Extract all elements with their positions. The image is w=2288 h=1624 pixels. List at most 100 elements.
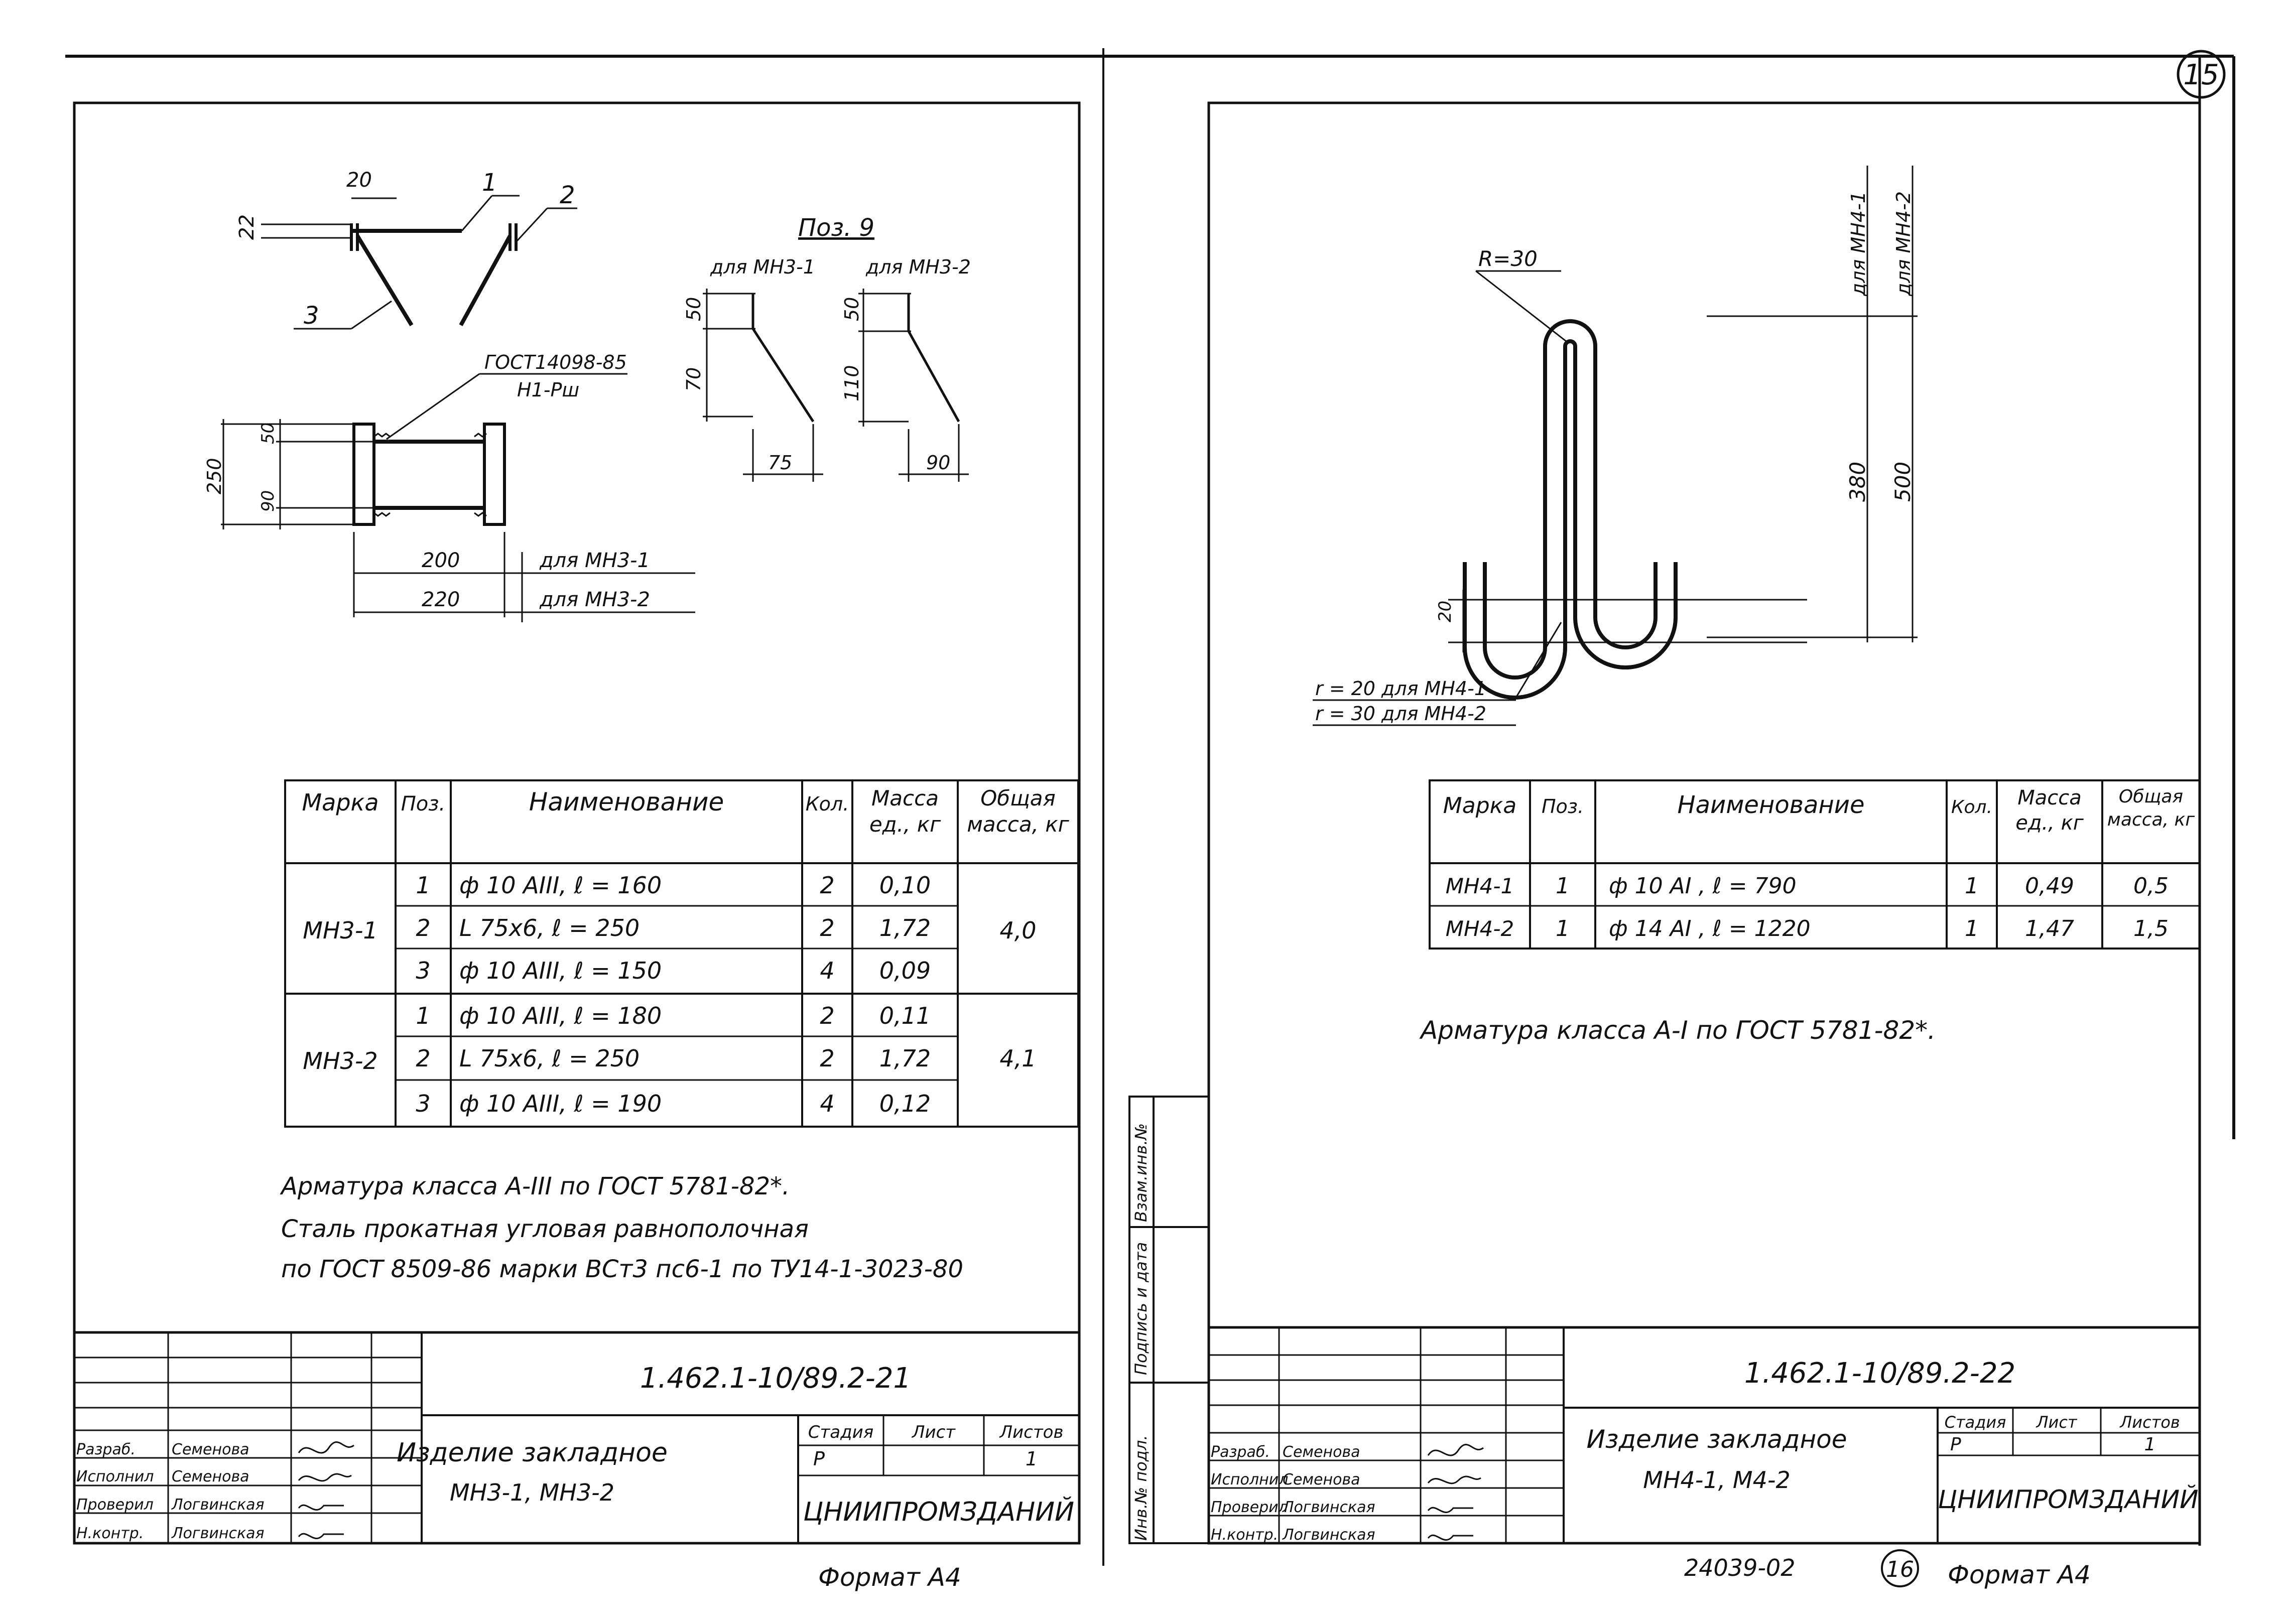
svg-text:МН4-1: МН4-1 xyxy=(1446,874,1514,898)
note-right: Арматура класса А-I по ГОСТ 5781-82*. xyxy=(1419,1016,1936,1045)
svg-text:2: 2 xyxy=(820,1002,834,1029)
top-right-badge: 15 xyxy=(2183,59,2219,91)
stamp-title-2: МН3-1, МН3-2 xyxy=(450,1479,614,1506)
note-line-2: Сталь прокатная угловая равнополочная xyxy=(281,1215,809,1243)
svg-text:L 75х6, ℓ = 250: L 75х6, ℓ = 250 xyxy=(459,914,640,941)
r-note-a: r = 20 для МН4-1 xyxy=(1315,678,1486,700)
stage-header: Стадия xyxy=(808,1422,873,1442)
svg-text:1: 1 xyxy=(416,872,430,899)
svg-text:1,5: 1,5 xyxy=(2133,916,2169,941)
role-2: Исполнил xyxy=(76,1468,154,1485)
hook-for-b: для МН4-2 xyxy=(1892,191,1915,297)
plan-dim-200: 200 xyxy=(422,549,460,572)
left-sheet: 20 22 1 2 3 Поз. 9 для МН3-1 для МН3-2 5… xyxy=(73,101,1081,1592)
pos-label-1: 1 xyxy=(482,169,497,197)
r-sheets-value: 1 xyxy=(2144,1434,2156,1455)
dim-20-top: 20 xyxy=(346,169,372,192)
right-sheet: 20 380 500 для МН4-1 для МН4-2 R=30 r = … xyxy=(1207,101,2201,1589)
svg-text:ф 10 АI , ℓ = 790: ф 10 АI , ℓ = 790 xyxy=(1609,873,1797,899)
plan-dim-90: 90 xyxy=(258,490,278,512)
svg-text:2: 2 xyxy=(416,1045,430,1072)
org-name: ЦНИИПРОМЗДАНИЙ xyxy=(803,1497,1074,1527)
r-stage-value: Р xyxy=(1950,1434,1961,1455)
table-row: 1 ф 10 АIII, ℓ = 160 2 0,10 xyxy=(416,872,931,899)
pos9-b-mid: 110 xyxy=(841,365,863,401)
svg-text:0,5: 0,5 xyxy=(2133,873,2169,899)
spec-table-left: Марка Поз. Наименование Кол. Масса ед., … xyxy=(284,779,1079,1128)
r-sheet-header: Лист xyxy=(2036,1413,2077,1432)
side-stamp: Взам.инв.№ Подпись и дата Инв.№ подл. xyxy=(1128,1096,1210,1544)
doc-code-right: 1.462.1-10/89.2-22 xyxy=(1744,1357,2015,1390)
r-name-2: Семенова xyxy=(1283,1471,1360,1488)
pos9-b-bot: 90 xyxy=(926,452,950,474)
r-note-b: r = 30 для МН4-2 xyxy=(1315,703,1486,725)
stage-value: Р xyxy=(813,1448,825,1470)
name-4: Логвинская xyxy=(171,1525,265,1542)
dim-500: 500 xyxy=(1890,462,1915,502)
r-stage-header: Стадия xyxy=(1945,1413,2006,1432)
role-1: Разраб. xyxy=(76,1441,136,1458)
name-1: Семенова xyxy=(172,1441,249,1458)
svg-text:1,72: 1,72 xyxy=(879,1045,931,1072)
side-stamp-c2: Подпись и дата xyxy=(1131,1242,1151,1375)
r-col-name: Наименование xyxy=(1677,791,1864,819)
mark-mn3-2: МН3-2 xyxy=(303,1047,377,1074)
notes-left: Арматура класса А-III по ГОСТ 5781-82*. … xyxy=(280,1172,963,1283)
svg-text:МН4-2: МН4-2 xyxy=(1446,916,1514,941)
role-3: Проверил xyxy=(76,1496,154,1514)
sheets-header: Листов xyxy=(998,1422,1063,1442)
role-4: Н.контр. xyxy=(76,1525,144,1542)
mark-mn3-1: МН3-1 xyxy=(303,917,377,944)
badge-circle xyxy=(2177,50,2226,99)
plan-dim-250: 250 xyxy=(203,458,225,494)
svg-text:0,10: 0,10 xyxy=(879,872,931,899)
r-role-4: Н.контр. xyxy=(1211,1526,1278,1544)
r-stamp-title-1: Изделие закладное xyxy=(1586,1425,1847,1454)
page-circle xyxy=(1881,1549,1919,1587)
svg-text:4: 4 xyxy=(820,1090,834,1117)
svg-text:2: 2 xyxy=(416,914,430,941)
col-mass: Масса ед., кг xyxy=(869,786,941,837)
svg-text:1,47: 1,47 xyxy=(2025,916,2074,941)
table-row: МН4-2 1 ф 14 АI , ℓ = 1220 1 1,47 1,5 xyxy=(1446,916,2169,941)
stamp-title-1: Изделие закладное xyxy=(397,1438,668,1468)
weld-type: Н1-Рш xyxy=(517,379,579,401)
title-block-left: 1.462.1-10/89.2-21 Изделие закладное МН3… xyxy=(74,1331,1079,1543)
pos9-a-mid: 70 xyxy=(683,367,705,391)
svg-text:ф 14 АI , ℓ = 1220: ф 14 АI , ℓ = 1220 xyxy=(1609,916,1811,941)
svg-text:0,11: 0,11 xyxy=(879,1002,931,1029)
r-role-3: Проверил xyxy=(1211,1499,1288,1516)
hook-drawing: 20 380 500 для МН4-1 для МН4-2 R=30 r = … xyxy=(1313,166,1918,726)
pos9-a-top: 50 xyxy=(683,297,705,321)
svg-text:2: 2 xyxy=(820,1045,834,1072)
format-left: Формат А4 xyxy=(818,1563,961,1592)
note-line-1: Арматура класса А-III по ГОСТ 5781-82*. xyxy=(280,1172,790,1200)
svg-text:1: 1 xyxy=(1965,916,1979,941)
pos9-for-a: для МН3-1 xyxy=(710,256,815,278)
svg-text:L 75х6, ℓ = 250: L 75х6, ℓ = 250 xyxy=(459,1045,640,1072)
side-stamp-c3: Инв.№ подл. xyxy=(1131,1435,1151,1541)
table-row: 3 ф 10 АIII, ℓ = 190 4 0,12 xyxy=(416,1090,931,1117)
r-col-qty: Кол. xyxy=(1951,797,1992,818)
signatures-right xyxy=(1427,1444,1484,1541)
r-org-name: ЦНИИПРОМЗДАНИЙ xyxy=(1938,1484,2198,1514)
table-row: 2 L 75х6, ℓ = 250 2 1,72 xyxy=(416,914,931,941)
col-total: Общая масса, кг xyxy=(967,786,1069,837)
svg-text:ф 10 АIII, ℓ = 150: ф 10 АIII, ℓ = 150 xyxy=(459,957,662,984)
title-block-right: 1.462.1-10/89.2-22 Изделие закладное МН4… xyxy=(1209,1326,2200,1544)
svg-text:ф 10 АIII, ℓ = 160: ф 10 АIII, ℓ = 160 xyxy=(459,872,662,899)
svg-text:0,09: 0,09 xyxy=(879,957,931,984)
table-row: 2 L 75х6, ℓ = 250 2 1,72 xyxy=(416,1045,931,1072)
svg-text:2: 2 xyxy=(820,914,834,941)
plan-for-b: для МН3-2 xyxy=(539,588,650,611)
section-sketch: 20 22 1 2 3 xyxy=(235,169,577,330)
svg-text:1,72: 1,72 xyxy=(879,914,931,941)
note-line-3: по ГОСТ 8509-86 марки ВСт3 пс6-1 по ТУ14… xyxy=(281,1255,963,1283)
spec-table-right: Марка Поз. Наименование Кол. Масса ед., … xyxy=(1429,779,2201,950)
r-role-2: Исполнил xyxy=(1211,1471,1288,1488)
r-col-total: Общая масса, кг xyxy=(2107,786,2195,830)
plan-dim-50: 50 xyxy=(258,423,278,444)
pos9-for-b: для МН3-2 xyxy=(865,256,971,278)
table-row: 3 ф 10 АIII, ℓ = 150 4 0,09 xyxy=(416,957,931,984)
